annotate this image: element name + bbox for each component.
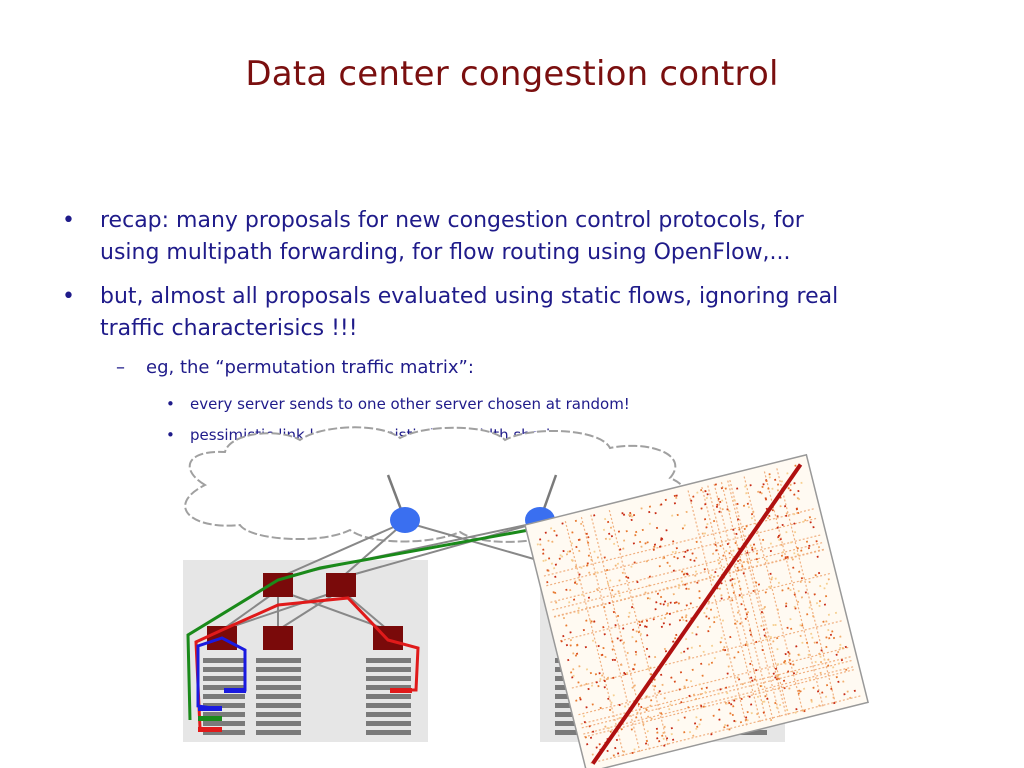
server-highlight-red: [198, 727, 222, 732]
flow-path-green: [186, 526, 541, 721]
bullet-mark: •: [166, 426, 175, 444]
core-switch: [390, 507, 420, 533]
flow-path-red: [194, 596, 420, 729]
server-highlight-blue: [224, 688, 246, 693]
server-highlight-red: [390, 688, 412, 693]
agg-switch: [326, 573, 356, 597]
bullet-2-line-2: traffic characterisics !!!: [100, 316, 358, 341]
server-highlight-blue: [198, 706, 222, 711]
dash-mark: –: [116, 357, 125, 378]
traffic-matrix-heatmap: [524, 453, 869, 768]
internet-cloud: [184, 426, 689, 543]
bullet-1-line-1: recap: many proposals for new congestion…: [100, 208, 804, 233]
edge-switch: [263, 626, 293, 650]
bullet-2-line-1: but, almost all proposals evaluated usin…: [100, 284, 839, 309]
bullet-1-line-2: using multipath forwarding, for flow rou…: [100, 240, 791, 265]
matrix-diagonal: [591, 463, 803, 765]
sub-bullet: eg, the “permutation traffic matrix”:: [146, 357, 474, 378]
server-highlight-green: [198, 716, 222, 721]
slide-title: Data center congestion control: [245, 54, 779, 94]
sub-sub-bullet-1: every server sends to one other server c…: [190, 395, 630, 413]
bullet-mark: •: [166, 395, 175, 413]
rack-left: [183, 560, 428, 742]
bullet-mark: •: [62, 284, 75, 309]
bullet-mark: •: [62, 208, 75, 233]
